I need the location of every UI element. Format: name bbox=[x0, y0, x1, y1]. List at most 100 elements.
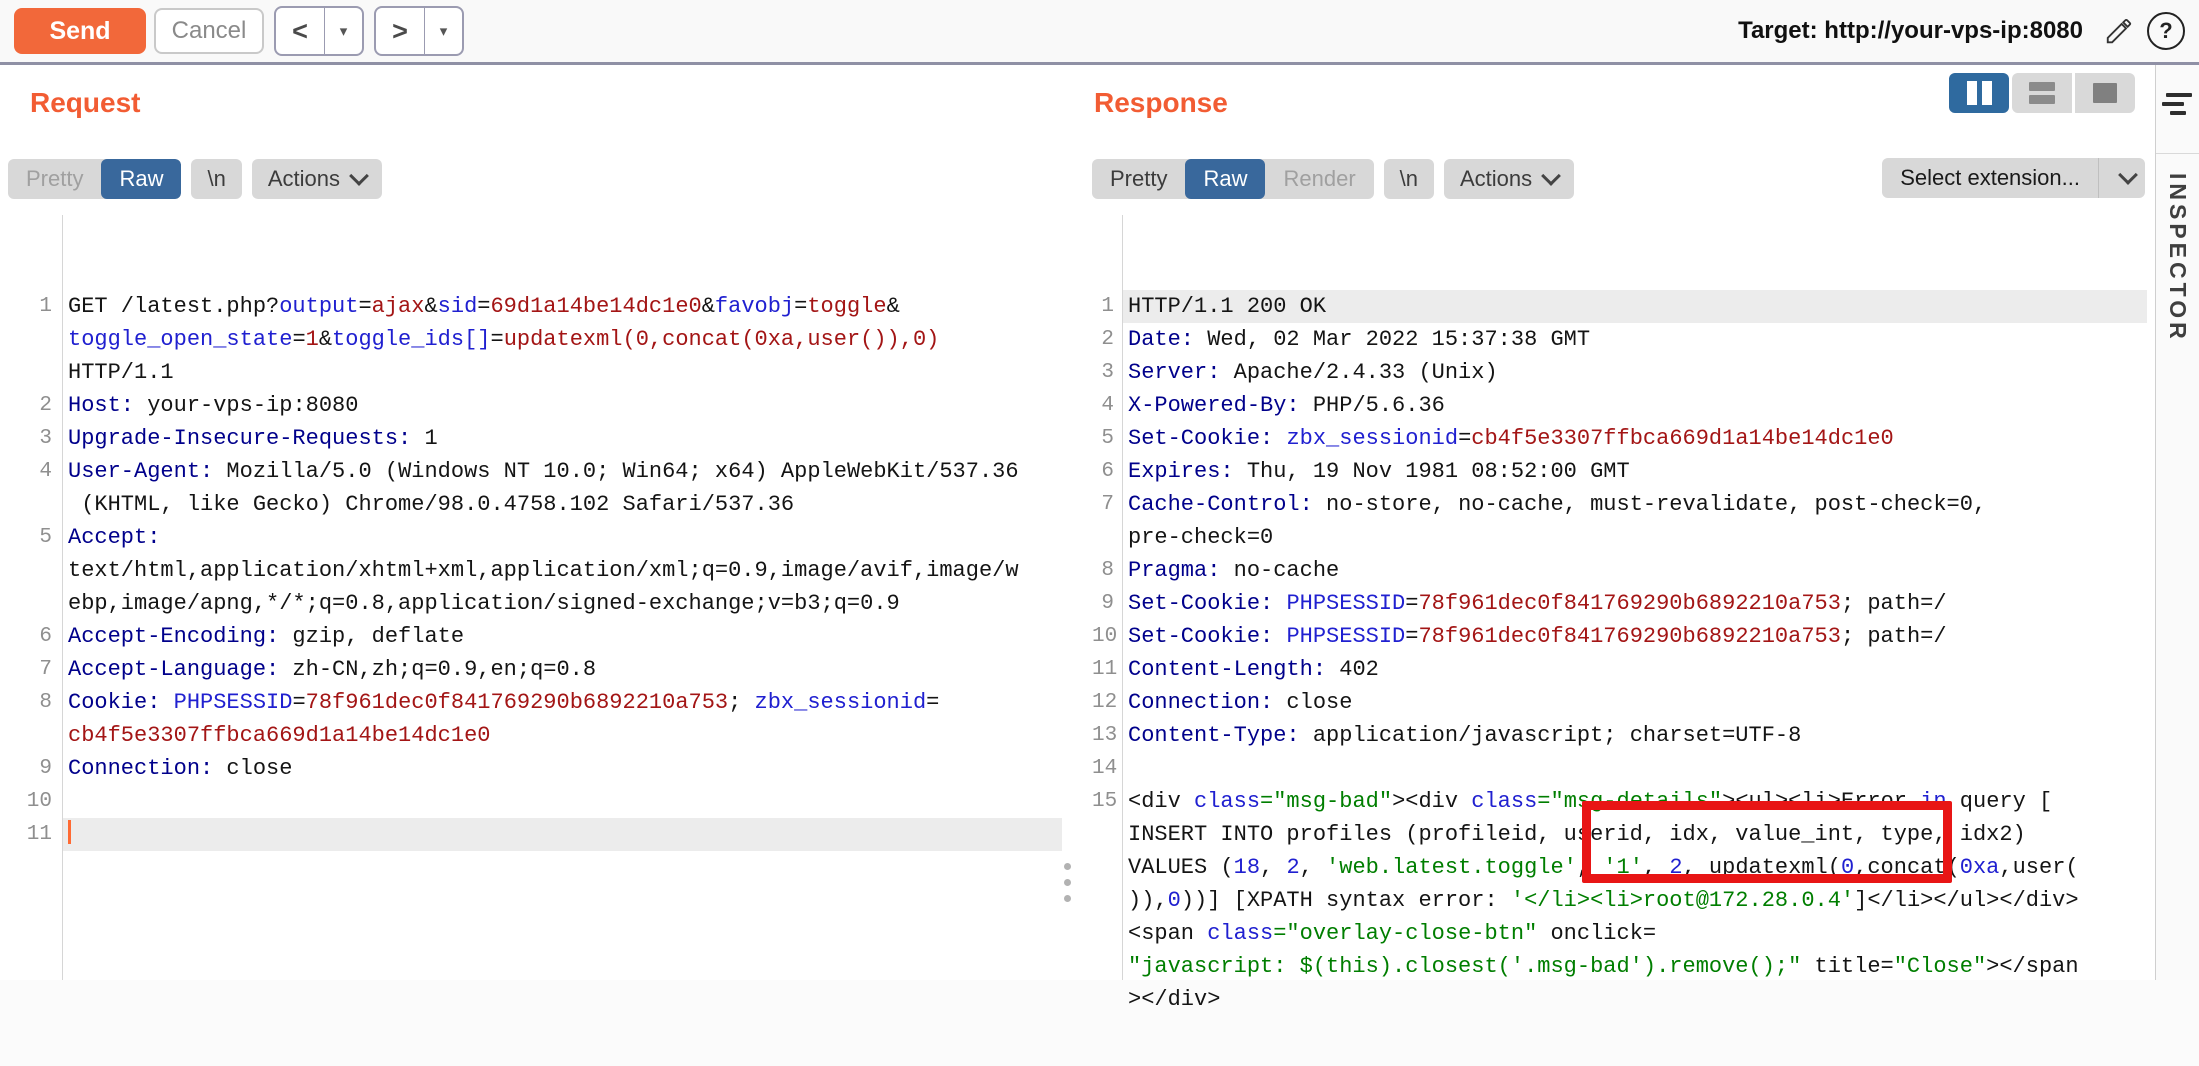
layout-rows-icon[interactable] bbox=[2012, 73, 2072, 113]
code-line: (KHTML, like Gecko) Chrome/98.0.4758.102… bbox=[0, 488, 1062, 521]
next-request-button[interactable]: > bbox=[376, 8, 425, 54]
line-number bbox=[1092, 818, 1122, 851]
line-number: 5 bbox=[1101, 427, 1114, 450]
request-panel-title: Request bbox=[30, 87, 141, 118]
request-actions-button[interactable]: Actions bbox=[251, 159, 382, 199]
text-caret bbox=[68, 820, 71, 845]
chevron-down-icon bbox=[349, 166, 369, 186]
request-view-tab-group: Pretty Raw bbox=[8, 159, 182, 199]
response-actions-label: Actions bbox=[1460, 166, 1533, 191]
code-line: 15<div class="msg-bad"><div class="msg-d… bbox=[1092, 785, 2147, 818]
line-number: 11 bbox=[26, 823, 52, 846]
request-actions-label: Actions bbox=[267, 166, 340, 191]
cancel-button[interactable]: Cancel bbox=[154, 8, 264, 54]
next-request-dropdown-icon[interactable]: ▾ bbox=[439, 23, 448, 40]
line-number: 5 bbox=[39, 526, 52, 549]
line-number: 8 bbox=[39, 691, 52, 714]
select-extension-dropdown[interactable]: Select extension... bbox=[1882, 158, 2145, 198]
inspector-divider bbox=[2156, 153, 2199, 154]
edit-target-pencil-icon[interactable] bbox=[2099, 11, 2139, 51]
line-number: 9 bbox=[39, 757, 52, 780]
code-line: ></div> bbox=[1092, 983, 2147, 1016]
code-line: 10 bbox=[0, 785, 1062, 818]
request-newline-toggle[interactable]: \n bbox=[191, 159, 242, 199]
line-number bbox=[0, 323, 62, 356]
code-line: VALUES (18, 2, 'web.latest.toggle', '1',… bbox=[1092, 851, 2147, 884]
send-button[interactable]: Send bbox=[14, 8, 146, 54]
code-line: text/html,application/xhtml+xml,applicat… bbox=[0, 554, 1062, 587]
line-number: 4 bbox=[1101, 394, 1114, 417]
inspector-tab[interactable]: INSPECTOR bbox=[2165, 173, 2191, 343]
line-number bbox=[1092, 950, 1122, 983]
line-number bbox=[1092, 521, 1122, 554]
tab-request-pretty[interactable]: Pretty bbox=[26, 166, 84, 191]
response-panel-title: Response bbox=[1094, 87, 1228, 118]
line-number: 15 bbox=[1092, 790, 1118, 813]
code-line: 14 bbox=[1092, 752, 2147, 785]
prev-request-dropdown-icon[interactable]: ▾ bbox=[339, 23, 348, 40]
line-number bbox=[0, 488, 62, 521]
request-tabs: Pretty Raw \n Actions bbox=[8, 158, 382, 200]
line-number: 13 bbox=[1092, 724, 1118, 747]
inspector-sidebar: INSPECTOR bbox=[2155, 65, 2199, 980]
response-actions-button[interactable]: Actions bbox=[1444, 159, 1575, 199]
line-number: 6 bbox=[39, 625, 52, 648]
response-newline-toggle[interactable]: \n bbox=[1383, 159, 1434, 199]
line-number: 9 bbox=[1101, 592, 1114, 615]
code-line: cb4f5e3307ffbca669d1a14be14dc1e0 bbox=[0, 719, 1062, 752]
prev-request-button[interactable]: < bbox=[276, 8, 325, 54]
code-line: pre-check=0 bbox=[1092, 521, 2147, 554]
line-number: 3 bbox=[39, 427, 52, 450]
next-request-control: > ▾ bbox=[374, 6, 464, 56]
gutter-divider bbox=[62, 215, 63, 980]
tab-response-raw[interactable]: Raw bbox=[1185, 159, 1266, 199]
prev-request-control: < ▾ bbox=[274, 6, 364, 56]
code-line: 11 bbox=[0, 818, 1062, 851]
line-number: 2 bbox=[39, 394, 52, 417]
line-number: 2 bbox=[1101, 328, 1114, 351]
line-number: 14 bbox=[1092, 757, 1118, 780]
target-label: Target: http://your-vps-ip:8080 bbox=[1738, 17, 2083, 44]
line-number: 7 bbox=[1101, 493, 1114, 516]
code-line: )),0))] [XPATH syntax error: '</li><li>r… bbox=[1092, 884, 2147, 917]
line-number: 1 bbox=[1101, 295, 1114, 318]
line-number bbox=[1092, 917, 1122, 950]
chevron-down-icon bbox=[1541, 166, 1562, 186]
chevron-down-icon bbox=[2098, 158, 2145, 198]
inspector-collapse-icon[interactable] bbox=[2156, 93, 2199, 139]
line-number: 10 bbox=[1092, 625, 1118, 648]
line-number bbox=[1092, 851, 1122, 884]
tab-response-render[interactable]: Render bbox=[1283, 166, 1356, 191]
line-number bbox=[0, 719, 62, 752]
panel-resize-handle[interactable] bbox=[1064, 863, 1071, 902]
line-number: 10 bbox=[26, 790, 52, 813]
layout-columns-icon[interactable] bbox=[1949, 73, 2009, 113]
line-number: 11 bbox=[1092, 658, 1118, 681]
code-line: ebp,image/apng,*/*;q=0.8,application/sig… bbox=[0, 587, 1062, 620]
layout-single-icon[interactable] bbox=[2075, 73, 2135, 113]
response-panel: Response Pretty Raw Render \n Actions Se… bbox=[1078, 65, 2155, 1012]
line-number: 12 bbox=[1092, 691, 1118, 714]
response-tabs: Pretty Raw Render \n Actions bbox=[1092, 158, 1575, 200]
tab-request-raw[interactable]: Raw bbox=[101, 159, 182, 199]
line-number bbox=[0, 587, 62, 620]
help-icon[interactable]: ? bbox=[2147, 12, 2185, 50]
tab-response-pretty[interactable]: Pretty bbox=[1110, 166, 1168, 191]
